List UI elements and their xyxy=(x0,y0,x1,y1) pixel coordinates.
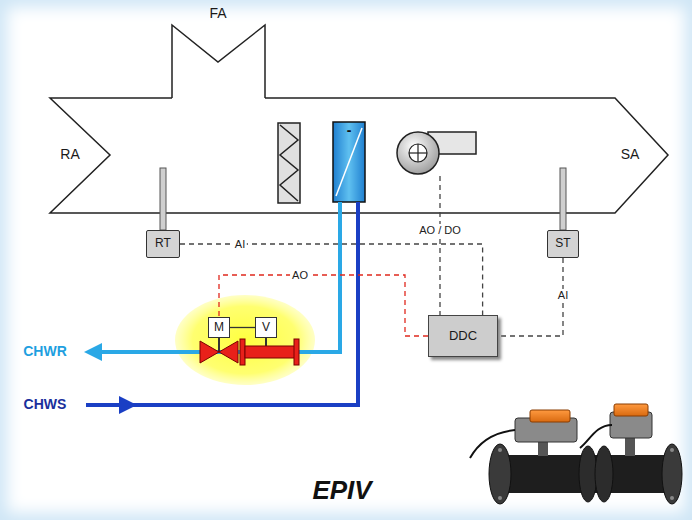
caption: EPIV xyxy=(312,476,371,505)
node-text: V xyxy=(262,321,270,334)
sensor-stem xyxy=(160,168,566,230)
valve-body xyxy=(200,338,299,365)
fan-signal-wire xyxy=(439,176,440,315)
air-label: RA xyxy=(60,147,79,162)
coil-sign: - xyxy=(347,123,352,138)
signal-wire xyxy=(498,258,563,336)
sensor-box: RT xyxy=(146,230,180,258)
signal-wire xyxy=(180,244,483,315)
supply-fan xyxy=(397,132,476,174)
air-label: FA xyxy=(209,6,226,21)
air-label: SA xyxy=(621,147,640,162)
signal-label: AI xyxy=(233,238,247,250)
sensor-module-box: V xyxy=(255,317,277,338)
actuator-box: M xyxy=(208,317,230,338)
chw-pipes xyxy=(84,202,358,414)
filter xyxy=(278,123,300,203)
duct xyxy=(50,25,668,213)
node-text: ST xyxy=(555,237,570,250)
valve-highlight xyxy=(175,295,315,385)
pipe-label: CHWS xyxy=(24,397,67,412)
signal-wire xyxy=(219,275,428,336)
cooling-coil xyxy=(333,122,365,202)
signal-label: AO / DO xyxy=(417,224,463,236)
controller-box: DDC xyxy=(428,315,498,357)
signal-wire xyxy=(230,327,255,328)
signal-label: AI xyxy=(556,289,570,301)
node-text: RT xyxy=(155,237,171,250)
signal-label: AO xyxy=(290,269,310,281)
valve-photo xyxy=(470,404,682,504)
sensor-box: ST xyxy=(547,230,579,258)
pipe-label: CHWR xyxy=(23,344,67,359)
node-text: DDC xyxy=(449,329,477,343)
node-text: M xyxy=(214,321,224,334)
